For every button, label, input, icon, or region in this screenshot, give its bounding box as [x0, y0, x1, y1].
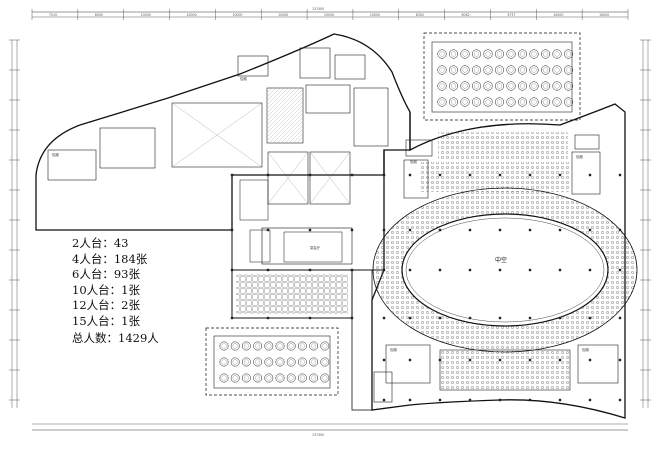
- room-label-ballroom: 宴会厅: [310, 245, 321, 250]
- private-dining-room-top-right: [423, 32, 581, 121]
- legend-line-12-seat: 12人台：2张: [72, 298, 140, 313]
- lower-right-private-rooms: [373, 344, 619, 403]
- top-dimension-label: 10000: [370, 13, 380, 17]
- atrium-label: 中空: [495, 256, 507, 264]
- building-outline-right-wing: [371, 103, 626, 419]
- top-dimension-label: 10000: [232, 13, 242, 17]
- top-dimension-label: 10000: [599, 13, 609, 17]
- top-dimension-label: 10000: [186, 13, 196, 17]
- table-count-legend: 2人台：43 4人台：184张 6人台：93张 10人台：1张 12人台：2张 …: [72, 236, 182, 346]
- room-label-4: 包厢: [576, 154, 583, 159]
- top-dimension-label: 9737: [507, 13, 515, 17]
- building-outline-left-wing: [35, 33, 411, 231]
- left-wing-rooms: [47, 47, 389, 205]
- stair-core: [268, 88, 302, 142]
- overall-dimension-bottom: 137400: [312, 433, 324, 437]
- top-dimension-labels: 7010 6000 10000 10000 10000 10000 10000 10000 83…: [31, 9, 629, 20]
- legend-line-10-seat: 10人台：1张: [72, 282, 140, 297]
- top-dimension-label: 6000: [95, 13, 103, 17]
- private-dining-room-bottom-left: [205, 327, 339, 396]
- side-dimension-lines: [9, 39, 651, 408]
- lower-left-dining-hall: [231, 269, 373, 411]
- room-label-5: 包厢: [240, 76, 247, 81]
- top-dimension-label: 10000: [324, 13, 334, 17]
- legend-total-capacity: 总人数：1429人: [72, 330, 159, 345]
- room-label-1: 包厢: [390, 347, 397, 352]
- bottom-dimension-line: 137400: [32, 423, 628, 437]
- top-dimension-label: 8300: [416, 13, 424, 17]
- top-dimension-label: 10000: [278, 13, 288, 17]
- top-dimension-label: 7010: [49, 13, 57, 17]
- atrium-void: [401, 213, 609, 327]
- overall-dimension-top: 137400: [312, 7, 324, 11]
- legend-line-4-seat: 4人台：184张: [72, 251, 148, 266]
- room-label-3: 包厢: [410, 159, 417, 164]
- room-label-6: 包厢: [52, 152, 59, 157]
- upper-right-dining-area: [403, 132, 601, 199]
- top-dimension-label: 6062: [462, 13, 470, 17]
- top-dimension-label: 10000: [553, 13, 563, 17]
- legend-line-15-seat: 15人台：1张: [72, 313, 140, 328]
- room-label-2: 包厢: [582, 347, 589, 352]
- top-dimension-label: 10000: [141, 13, 151, 17]
- structural-columns: [230, 173, 622, 402]
- legend-line-6-seat: 6人台：93张: [72, 267, 140, 282]
- top-dimension-line: 137400 7010 6000 10000 10000 10000 10000 10000…: [31, 7, 629, 20]
- legend-line-2-seat: 2人台：43: [72, 236, 129, 250]
